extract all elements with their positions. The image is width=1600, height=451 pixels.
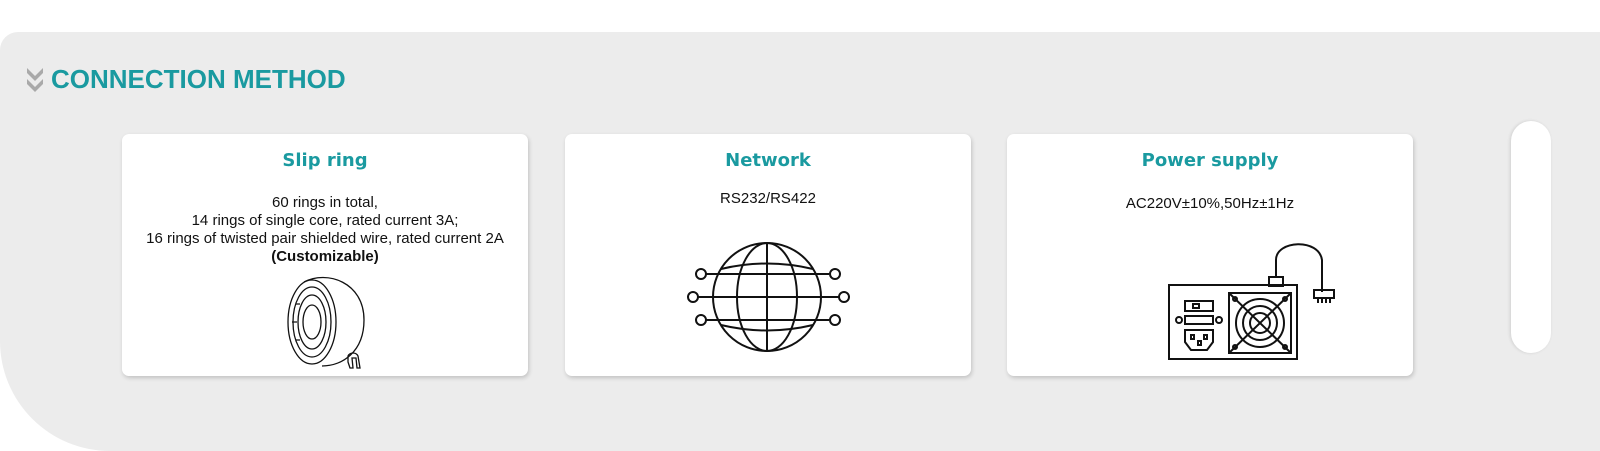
card-title: Network	[725, 150, 811, 171]
card-description: RS232/RS422	[565, 190, 971, 208]
card-title: Slip ring	[282, 150, 368, 171]
power-supply-card: Power supply AC220V±10%,50Hz±1Hz	[1007, 134, 1413, 376]
description-line: AC220V±10%,50Hz±1Hz	[1125, 195, 1295, 212]
description-line: 60 rings in total,	[272, 194, 378, 211]
customizable-note: (Customizable)	[271, 248, 379, 265]
description-line: 14 rings of single core, rated current 3…	[191, 212, 459, 229]
section-header: CONNECTION METHOD	[26, 62, 346, 96]
description-line: 16 rings of twisted pair shielded wire, …	[146, 230, 504, 247]
side-scroll-handle[interactable]	[1511, 121, 1551, 353]
card-description: 60 rings in total, 14 rings of single co…	[122, 194, 528, 266]
slip-ring-icon	[282, 274, 372, 375]
power-supply-icon	[1167, 240, 1342, 367]
globe-network-icon	[687, 240, 853, 359]
card-description: AC220V±10%,50Hz±1Hz	[1007, 195, 1413, 213]
description-line: RS232/RS422	[720, 190, 816, 207]
section-title: CONNECTION METHOD	[51, 63, 346, 94]
card-title: Power supply	[1141, 150, 1279, 171]
double-chevron-down-icon	[26, 65, 44, 93]
network-card: Network RS232/RS422	[565, 134, 971, 376]
slip-ring-card: Slip ring 60 rings in total, 14 rings of…	[122, 134, 528, 376]
